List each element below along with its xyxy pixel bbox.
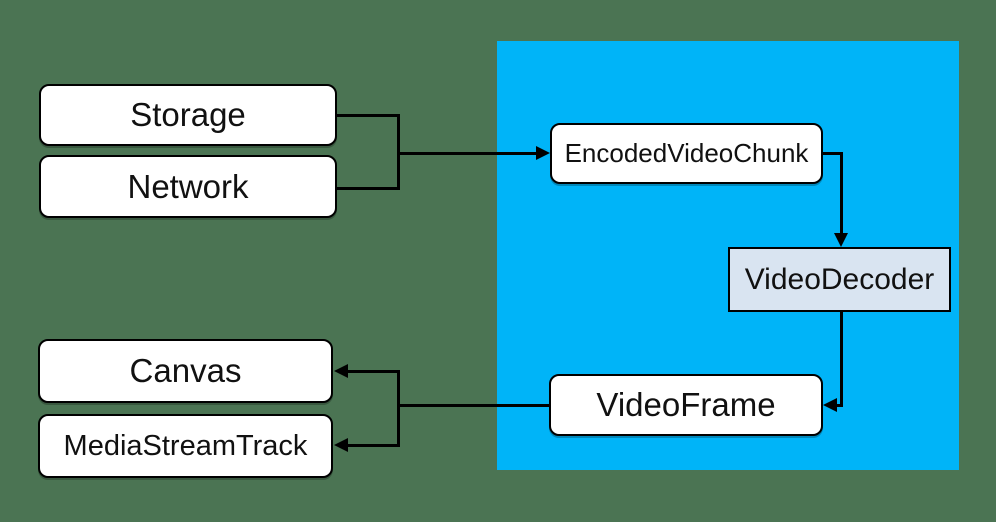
node-encoded-video-chunk: EncodedVideoChunk [550,123,823,184]
node-media-stream-track-label: MediaStreamTrack [63,429,308,462]
node-encoded-video-chunk-label: EncodedVideoChunk [564,138,809,168]
connector-junction-to-chunk [397,152,536,155]
arrowhead-into-canvas-icon [334,364,348,378]
node-video-decoder: VideoDecoder [728,247,951,312]
arrowhead-into-decoder-icon [834,233,848,247]
connector-decoder-to-frame [840,312,843,405]
node-storage: Storage [39,84,337,146]
connector-frame-to-junction [397,404,549,407]
connector-output-junction [397,370,400,447]
node-canvas: Canvas [38,339,333,403]
connector-chunk-to-decoder [840,152,843,233]
arrowhead-into-frame-icon [823,398,837,412]
connector-chunk-out [823,152,843,155]
node-network-label: Network [127,167,249,205]
connector-into-frame [837,404,843,407]
arrowhead-into-track-icon [334,438,348,452]
connector-storage-to-junction [337,114,400,117]
node-canvas-label: Canvas [129,352,242,389]
arrowhead-into-chunk-icon [536,146,550,160]
connector-junction-to-canvas [348,370,400,373]
connector-junction-to-track [348,444,400,447]
node-video-frame: VideoFrame [549,374,823,436]
node-media-stream-track: MediaStreamTrack [38,414,333,478]
connector-network-to-junction [337,187,400,190]
node-storage-label: Storage [130,96,246,133]
node-network: Network [39,155,337,218]
node-video-decoder-label: VideoDecoder [744,262,935,296]
node-video-frame-label: VideoFrame [596,386,776,423]
